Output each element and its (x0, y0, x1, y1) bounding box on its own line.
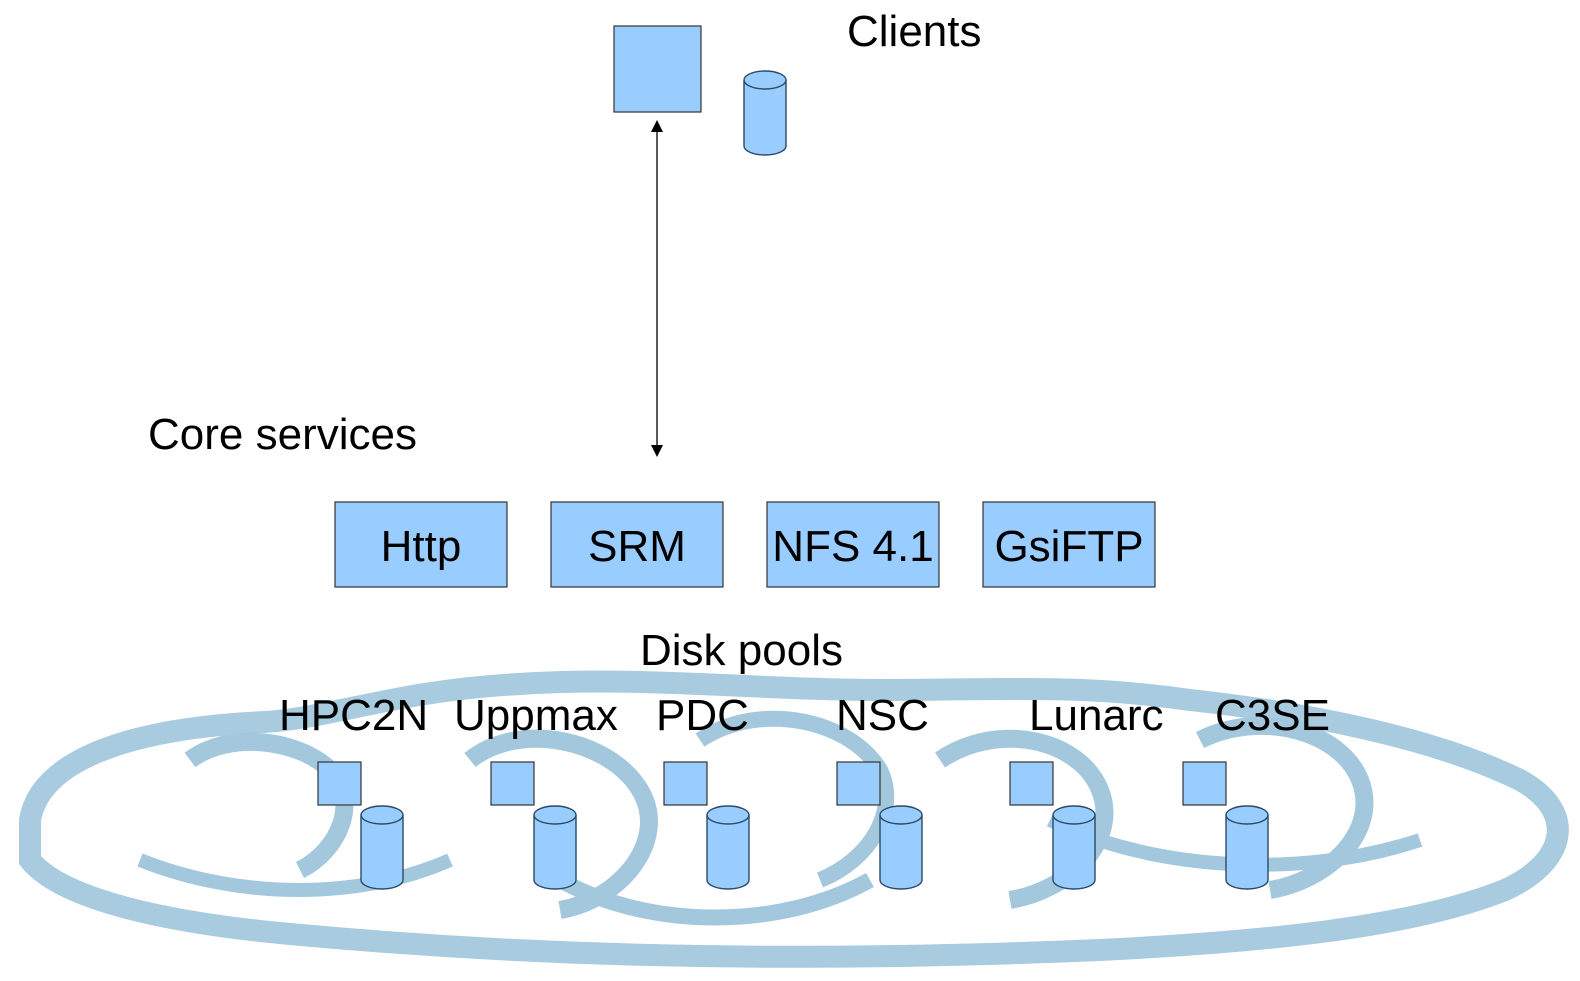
disk-cylinder-icon (1225, 805, 1269, 890)
clients-label: Clients (847, 7, 982, 56)
disk-cylinder-icon (879, 805, 923, 890)
site-node (1182, 761, 1227, 806)
disk-cylinder-icon (706, 805, 750, 890)
core-services-label: Core services (148, 410, 417, 459)
site-lunarc: Lunarc (1009, 691, 1164, 890)
site-node (490, 761, 535, 806)
site-label: HPC2N (279, 691, 428, 740)
service-label: Http (381, 522, 462, 571)
site-node (317, 761, 362, 806)
service-box (550, 501, 724, 588)
site-label: NSC (836, 691, 929, 740)
site-label: PDC (656, 691, 749, 740)
site-node (663, 761, 708, 806)
service-box (766, 501, 940, 588)
disk-pool-sites-group: HPC2N Uppmax PDC NSC Lunarc C3SE (279, 691, 1330, 890)
site-nsc: NSC (836, 691, 929, 890)
disk-cylinder-icon (533, 805, 577, 890)
site-pdc: PDC (656, 691, 750, 890)
site-label: C3SE (1215, 691, 1330, 740)
service-label: NFS 4.1 (772, 522, 933, 571)
core-services-group: Http SRM NFS 4.1 GsiFTP (334, 501, 1156, 588)
site-label: Uppmax (454, 691, 618, 740)
disk-cylinder-icon (360, 805, 404, 890)
site-hpc2n: HPC2N (279, 691, 428, 890)
service-label: GsiFTP (994, 522, 1143, 571)
service-srm: SRM (550, 501, 724, 588)
site-uppmax: Uppmax (454, 691, 618, 890)
service-label: SRM (588, 522, 686, 571)
site-c3se: C3SE (1182, 691, 1330, 890)
client-storage-cylinder-icon (743, 70, 787, 156)
site-label: Lunarc (1029, 691, 1164, 740)
service-box (334, 501, 508, 588)
service-nfs-4-1: NFS 4.1 (766, 501, 940, 588)
service-gsiftp: GsiFTP (982, 501, 1156, 588)
client-node (613, 25, 702, 113)
site-node (836, 761, 881, 806)
disk-pools-label: Disk pools (640, 626, 843, 675)
disk-cylinder-icon (1052, 805, 1096, 890)
service-box (982, 501, 1156, 588)
network-cloud-background (19, 670, 1569, 968)
service-http: Http (334, 501, 508, 588)
site-node (1009, 761, 1054, 806)
